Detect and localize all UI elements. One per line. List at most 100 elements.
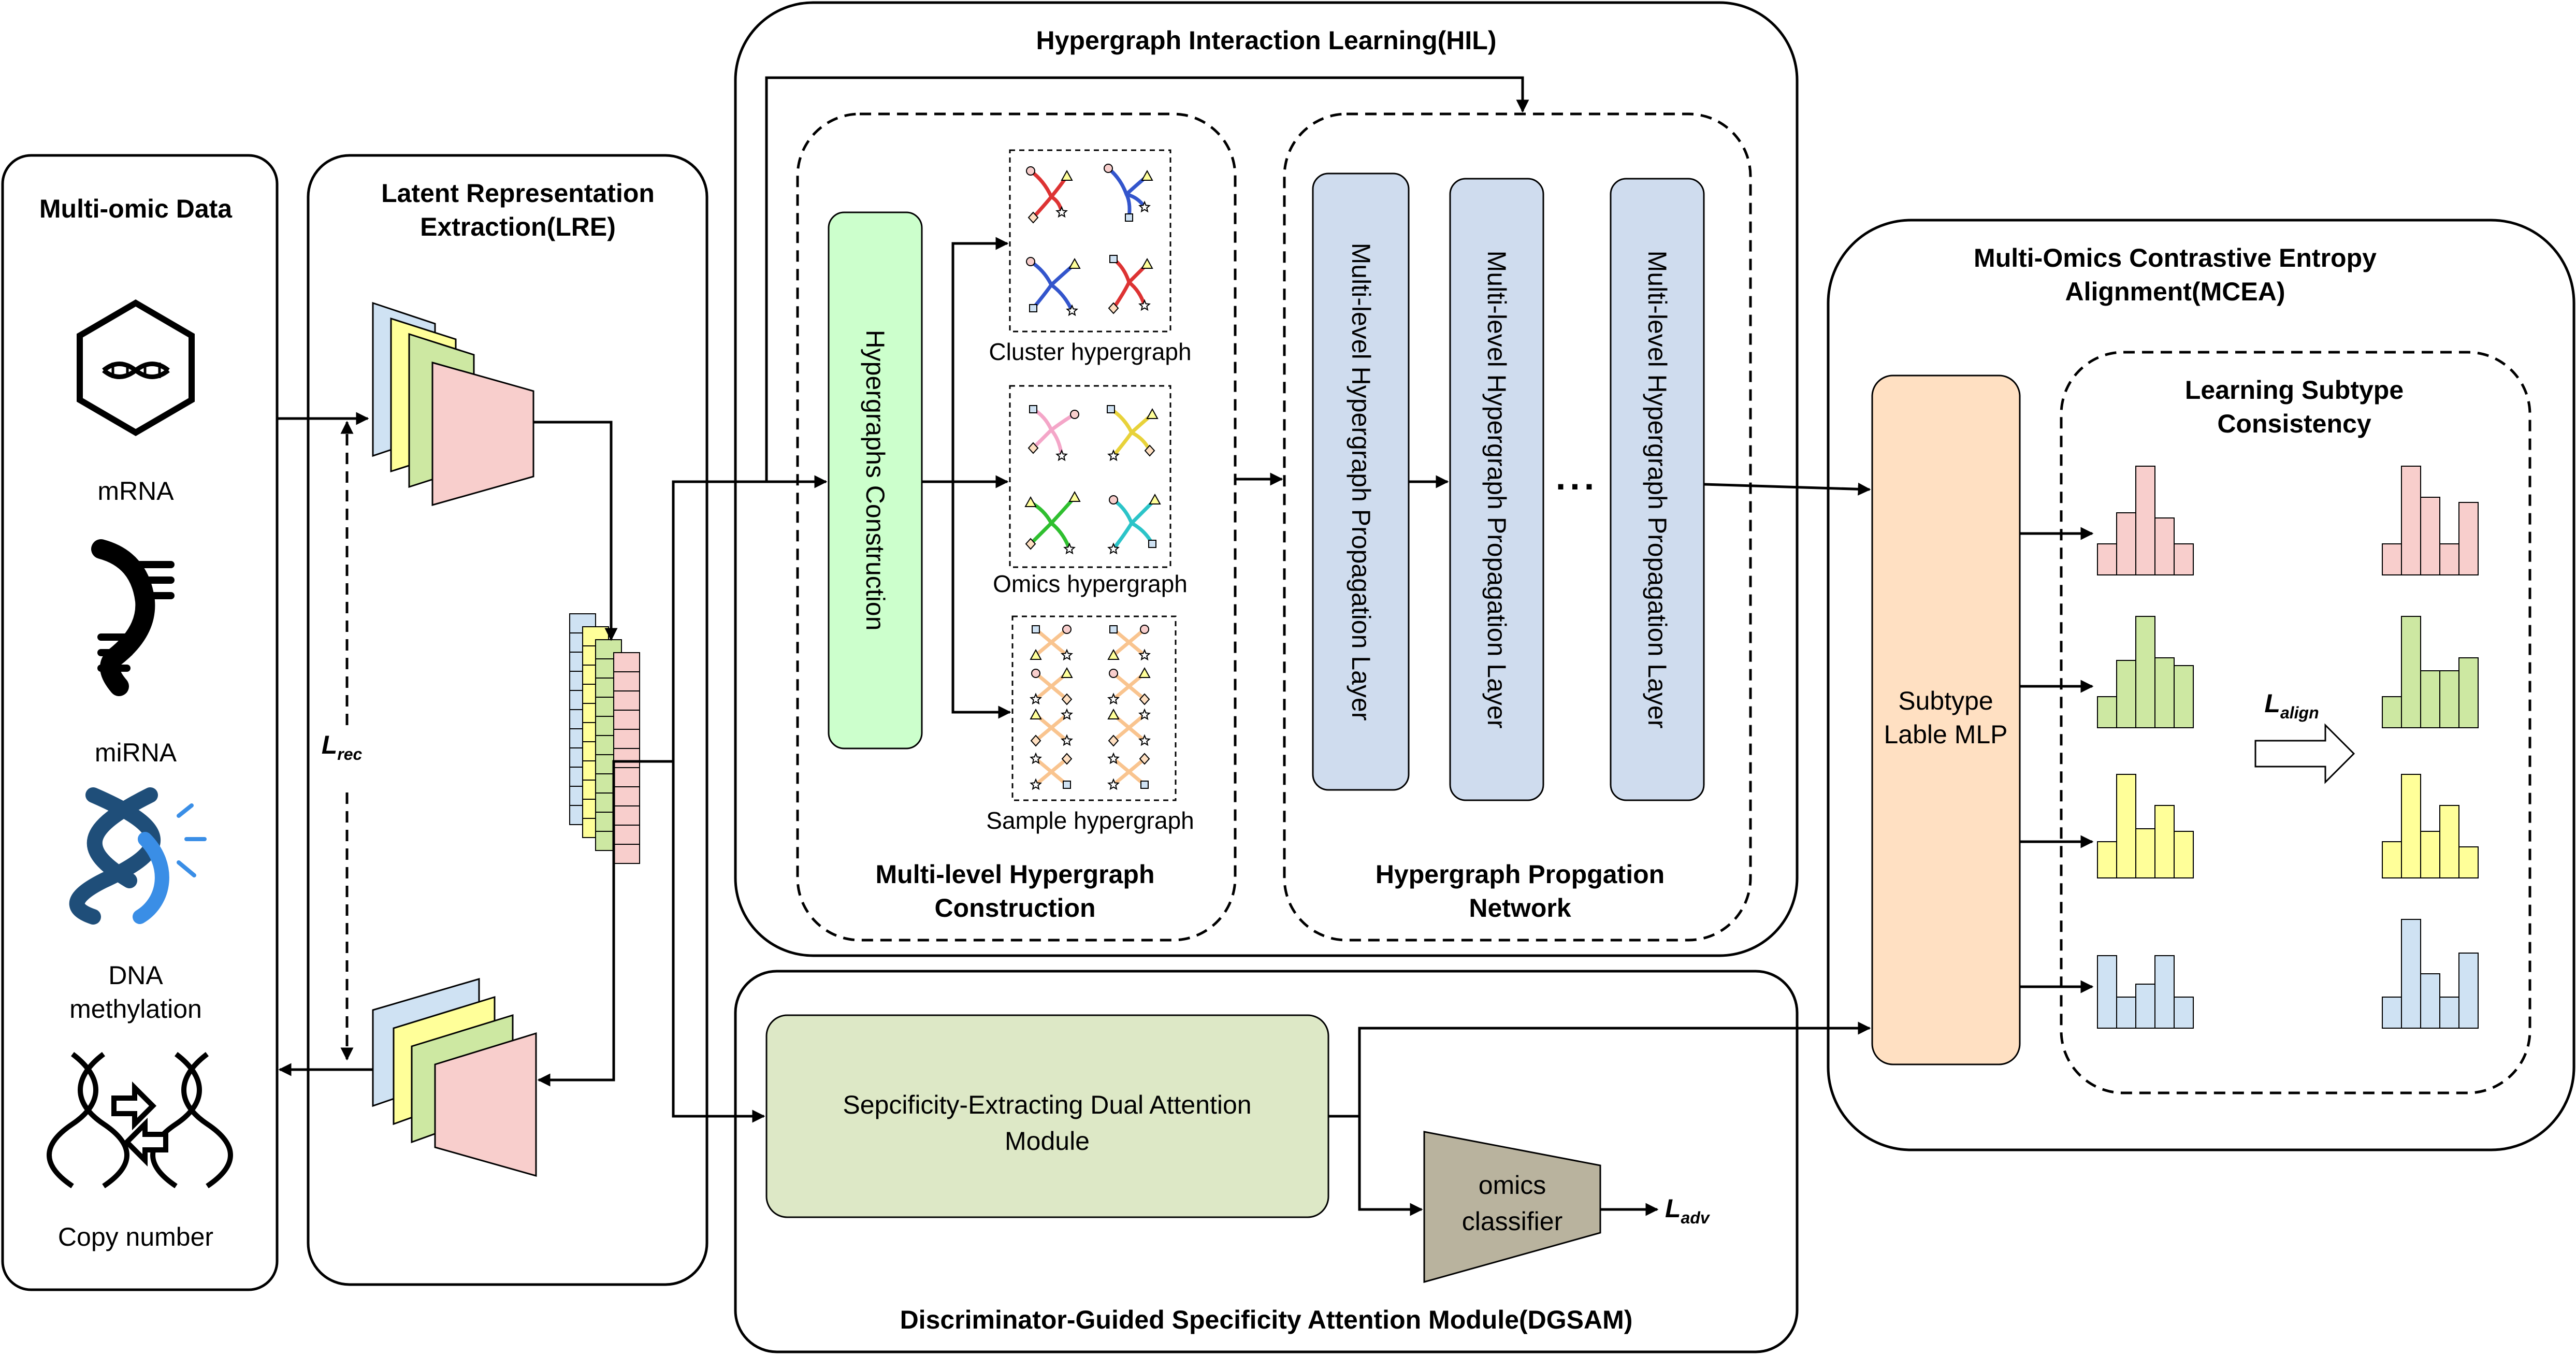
- node: [1068, 491, 1081, 502]
- hyperedge: [1111, 521, 1134, 551]
- mirna-icon: [91, 539, 175, 696]
- node: [1107, 693, 1120, 705]
- sample-hypergraph-box: [1011, 615, 1177, 801]
- node: [1061, 693, 1073, 705]
- omics-classifier-block: [1423, 1131, 1601, 1283]
- node: [1138, 708, 1151, 720]
- node: [1139, 693, 1150, 705]
- lre-title-line2: Extraction(LRE): [420, 212, 616, 241]
- node: [1063, 781, 1071, 789]
- node: [1138, 648, 1151, 661]
- histogram-bar: [2420, 497, 2440, 575]
- multiomic-title: Multi-omic Data: [39, 194, 233, 223]
- node: [1140, 625, 1149, 634]
- node: [1026, 257, 1035, 266]
- connector-arrows: [277, 76, 1871, 1123]
- histogram-bar: [2420, 670, 2440, 728]
- histogram-bar: [2154, 657, 2175, 728]
- propagation-layer-2-label: Multi-level Hypergraph Propagation Layer: [1482, 251, 1511, 729]
- omics-hypergraph-label: Omics hypergraph: [993, 570, 1188, 597]
- consistency-subpanel: [2060, 351, 2531, 1094]
- histogram-bar: [2401, 774, 2421, 878]
- node: [1027, 442, 1039, 454]
- construction-subtitle-line1: Multi-level Hypergraph: [876, 860, 1155, 889]
- latent-cell: [613, 805, 640, 826]
- node: [1030, 648, 1042, 660]
- propagation-layer-1-label: Multi-level Hypergraph Propagation Layer: [1347, 243, 1376, 721]
- histogram-bar: [2439, 997, 2459, 1029]
- node: [1061, 648, 1073, 661]
- histogram-bar: [2116, 774, 2136, 878]
- node: [1107, 449, 1120, 462]
- hypergraphs-construction-label: Hypergraphs Construction: [861, 330, 890, 631]
- latent-cell: [613, 825, 640, 845]
- node: [1109, 669, 1118, 678]
- attention-module-line1: Sepcificity-Extracting Dual Attention: [843, 1090, 1251, 1119]
- histogram-bar: [2097, 841, 2117, 878]
- node: [1063, 542, 1076, 555]
- node: [1061, 169, 1073, 181]
- lre-panel: Latent Representation Extraction(LRE) Lr…: [307, 154, 708, 1286]
- node: [1030, 693, 1042, 705]
- node: [1107, 778, 1120, 790]
- node: [1029, 405, 1037, 413]
- align-arrow-icon: [2254, 723, 2355, 784]
- histogram-bar: [2097, 543, 2117, 575]
- node: [1062, 625, 1072, 634]
- node: [1024, 496, 1037, 507]
- histogram-bar: [2439, 543, 2459, 575]
- dgsam-title: Discriminator-Guided Specificity Attenti…: [900, 1305, 1633, 1334]
- histogram-bar: [2382, 841, 2402, 878]
- node: [1125, 213, 1133, 222]
- sample-hypergraph-label: Sample hypergraph: [986, 807, 1194, 834]
- node: [1141, 257, 1153, 269]
- hil-panel: Hypergraph Interaction Learning(HIL) Hyp…: [734, 1, 1799, 957]
- histogram-bar: [2401, 466, 2421, 575]
- consistency-title-line1: Learning Subtype: [2185, 376, 2404, 405]
- latent-cell: [613, 671, 640, 691]
- subtype-mlp-line2: Lable MLP: [1884, 720, 2007, 749]
- propagation-layer-2: [1449, 178, 1544, 801]
- histogram-bar: [2401, 616, 2421, 728]
- histogram-bar: [2174, 665, 2194, 728]
- node: [1061, 667, 1073, 678]
- subtype-mlp-block: [1871, 374, 2021, 1065]
- construction-subpanel: [796, 112, 1237, 942]
- hyperedge: [1111, 430, 1134, 458]
- latent-cell: [613, 652, 640, 672]
- hyperedge: [1112, 757, 1146, 786]
- node: [1108, 734, 1119, 747]
- propagation-subtitle-line2: Network: [1469, 893, 1571, 922]
- omics-classifier-line1: omics: [1479, 1171, 1546, 1200]
- histogram-bar: [2458, 846, 2479, 878]
- node: [1149, 493, 1161, 504]
- node: [1108, 302, 1119, 314]
- histogram-bar: [2097, 696, 2117, 728]
- histogram-bar: [2135, 616, 2155, 728]
- histogram-bar: [2382, 997, 2402, 1029]
- histogram-bar: [2135, 984, 2155, 1029]
- histogram-bar: [2382, 543, 2402, 575]
- histogram-bar: [2135, 828, 2155, 878]
- node: [1068, 257, 1081, 269]
- node: [1109, 625, 1118, 633]
- node: [1107, 542, 1120, 555]
- node: [1141, 169, 1153, 181]
- node: [1061, 753, 1073, 765]
- node: [1030, 708, 1042, 719]
- latent-cell: [613, 729, 640, 749]
- histogram-bar: [2154, 517, 2175, 575]
- node: [1107, 405, 1115, 413]
- histogram-bar: [2458, 953, 2479, 1029]
- node: [1030, 734, 1041, 747]
- mcea-title-line2: Alignment(MCEA): [2065, 277, 2285, 306]
- mlp-to-histogram-arrows: [2020, 527, 2094, 993]
- dgsam-panel: Discriminator-Guided Specificity Attenti…: [734, 970, 1799, 1353]
- lrec-label: Lrec: [322, 730, 363, 763]
- branch-arrows: [922, 237, 1009, 483]
- histogram-bar: [2116, 660, 2136, 728]
- mirna-label: miRNA: [95, 738, 177, 767]
- node: [1107, 708, 1120, 719]
- node: [1107, 752, 1120, 765]
